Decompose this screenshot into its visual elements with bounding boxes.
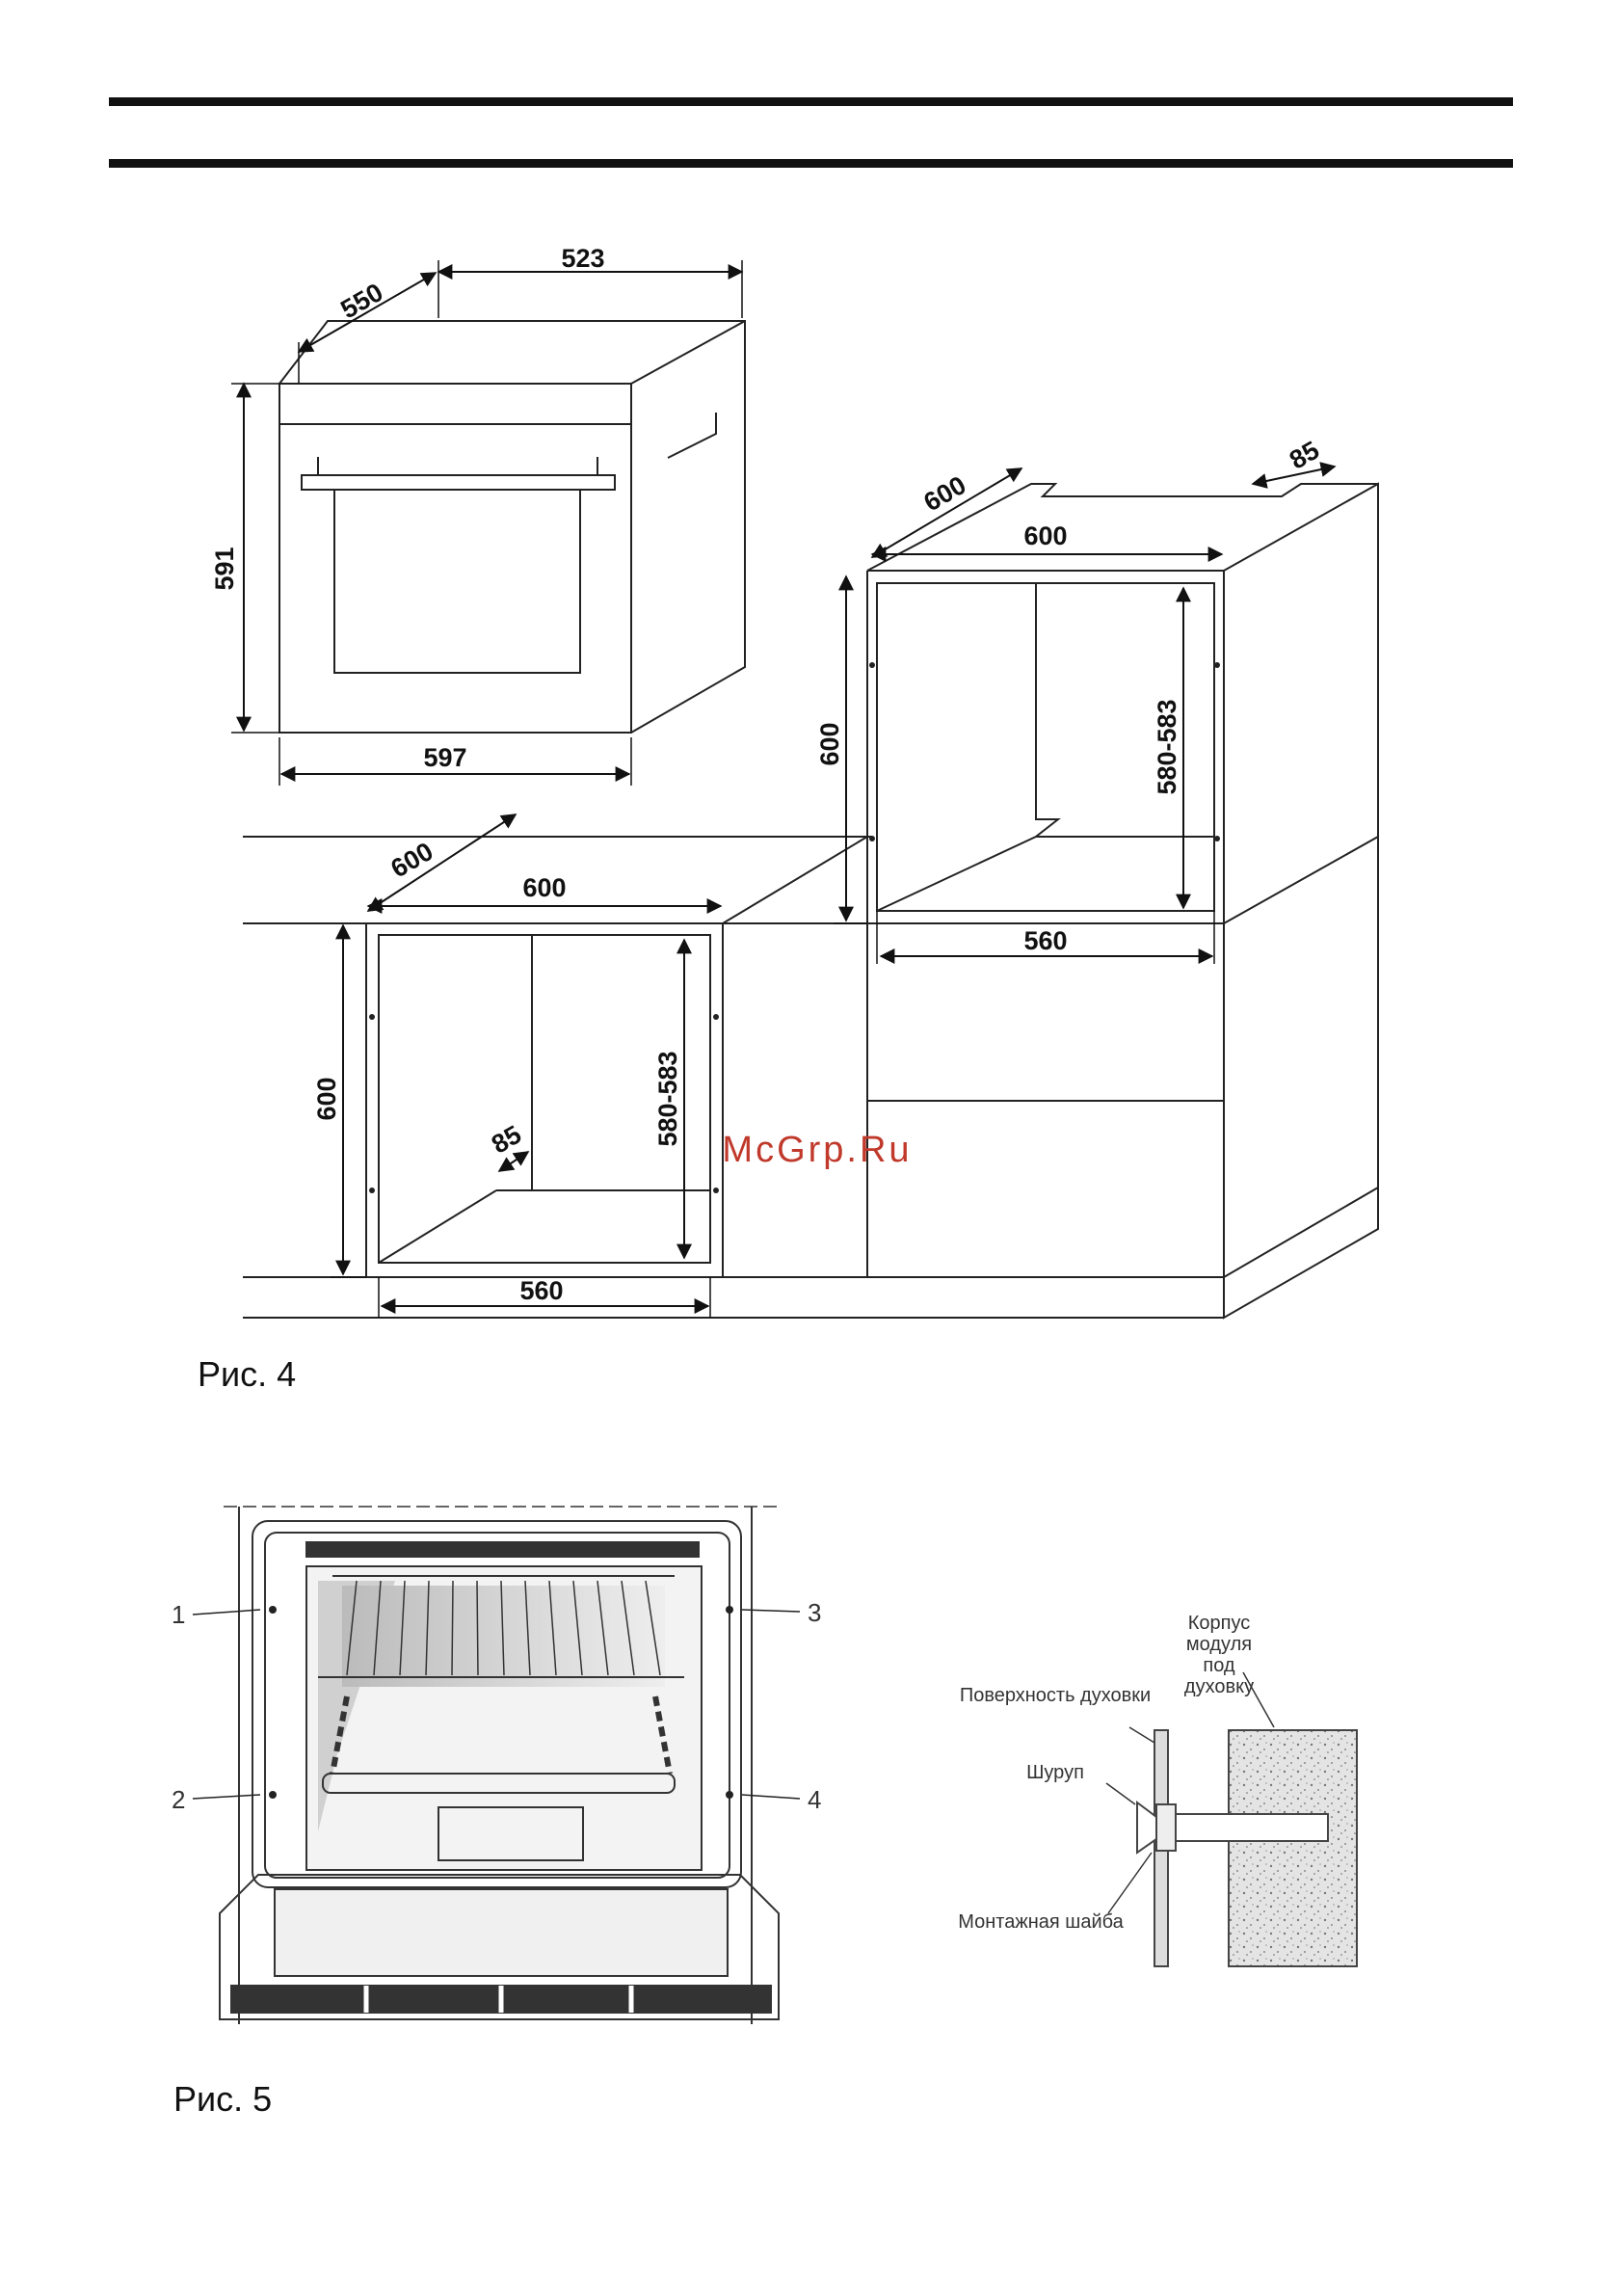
column-gap-label: 85	[1285, 436, 1324, 475]
figure-4-caption: Рис. 4	[198, 1354, 296, 1395]
under-counter-height-label: 600	[312, 1077, 341, 1120]
screw-point-3: 3	[808, 1598, 821, 1627]
oven-width-label: 523	[561, 244, 604, 273]
label-screw: Шуруп	[1026, 1762, 1084, 1783]
oven-front-drawing	[220, 1507, 781, 2024]
under-counter-niche-height-label: 580-583	[653, 1051, 682, 1146]
screw-point-2: 2	[172, 1785, 185, 1814]
watermark: McGrp.Ru	[722, 1130, 912, 1170]
under-counter-cabinet	[366, 837, 867, 1277]
figure-5-caption: Рис. 5	[173, 2079, 272, 2120]
column-height-label: 600	[815, 722, 844, 765]
column-width-label: 600	[1023, 521, 1067, 550]
figure-4-diagram: 523 550 591 597 600 600 85 600 580-583 5…	[0, 0, 1618, 1369]
label-oven-surface: Поверхность духовки	[960, 1685, 1151, 1706]
under-counter-gap-label: 85	[487, 1120, 526, 1160]
label-washer: Монтажная шайба	[958, 1911, 1124, 1933]
under-counter-niche-width-label: 560	[519, 1276, 563, 1305]
screw-point-1: 1	[172, 1600, 185, 1629]
under-counter-depth-label: 600	[385, 837, 438, 884]
column-depth-label: 600	[918, 470, 970, 518]
oven-depth-label: 550	[335, 278, 387, 325]
oven-drawing	[279, 321, 745, 733]
under-counter-width-label: 600	[522, 873, 566, 902]
oven-height-label: 591	[210, 547, 239, 590]
column-niche-height-label: 580-583	[1153, 699, 1181, 794]
column-cabinet	[867, 484, 1378, 1318]
column-niche-width-label: 560	[1023, 926, 1067, 955]
screw-point-4: 4	[808, 1785, 821, 1814]
screw-detail-drawing	[1137, 1730, 1357, 1966]
oven-front-width-label: 597	[423, 743, 466, 772]
